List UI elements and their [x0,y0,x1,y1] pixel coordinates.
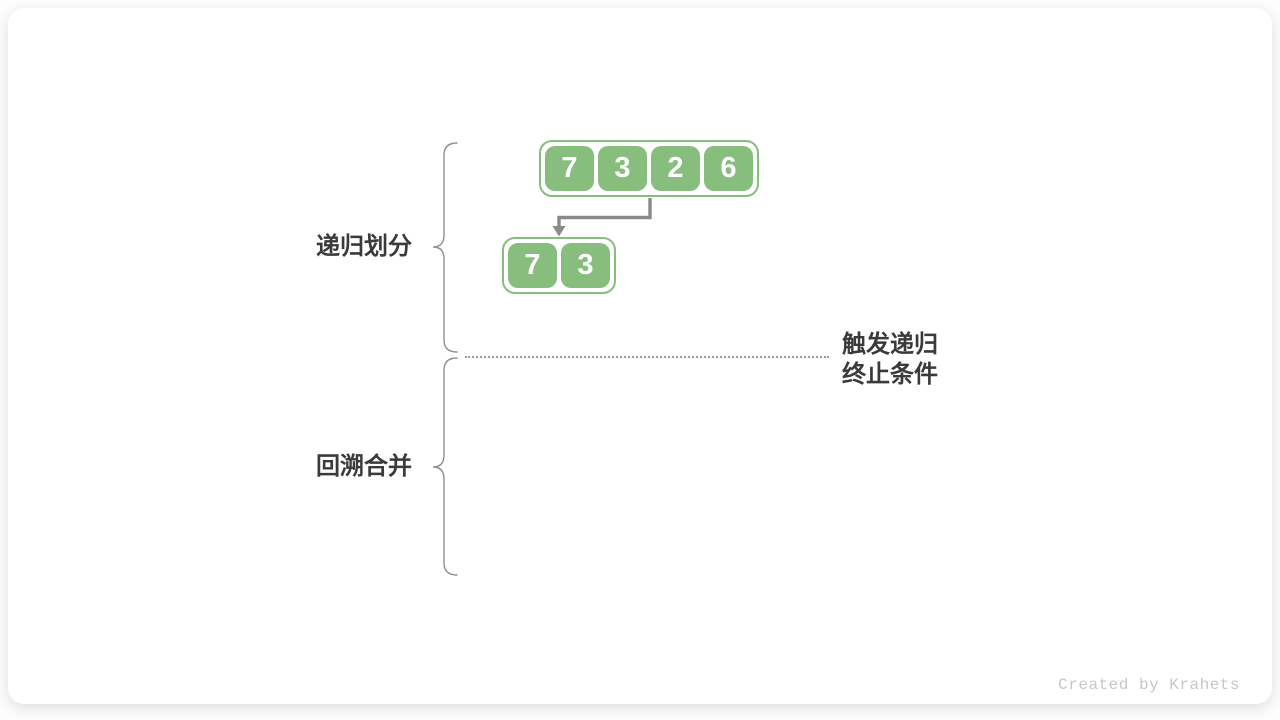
label-recursive-divide: 递归划分 [316,233,412,260]
label-backtrack-merge: 回溯合并 [316,453,412,480]
array-level-2: 7 3 [502,237,616,294]
array-level-1: 7 3 2 6 [539,140,759,197]
array-cell: 3 [598,146,647,191]
array-cell: 7 [508,243,557,288]
termination-dotted-line [465,356,829,358]
termination-label-line2: 终止条件 [842,361,938,388]
array-cell: 2 [651,146,700,191]
termination-label: 触发递归 终止条件 [842,330,938,390]
watermark: Created by Krahets [1058,676,1240,694]
array-cell: 7 [545,146,594,191]
array-cell: 6 [704,146,753,191]
array-cell: 3 [561,243,610,288]
termination-label-line1: 触发递归 [842,331,938,358]
